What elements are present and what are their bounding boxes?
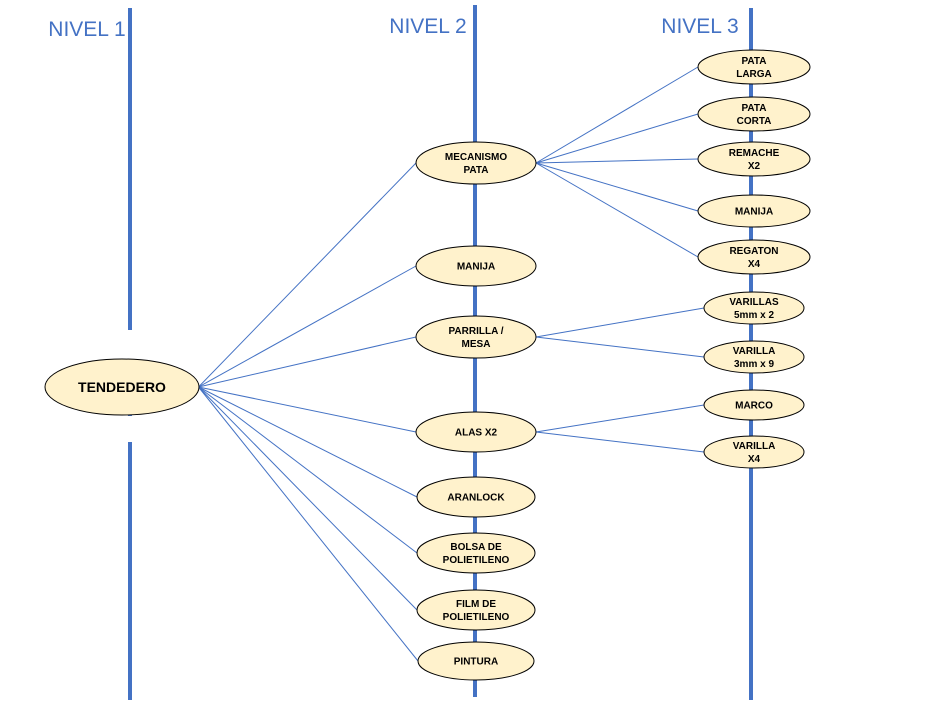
- node-marco: MARCO: [703, 389, 805, 421]
- node-remache-x2-shape: [697, 141, 811, 177]
- node-bolsa-de-polietileno-label-line-2: POLIETILENO: [443, 555, 510, 566]
- node-aranlock-label-line-1: ARANLOCK: [447, 493, 505, 504]
- node-manija-label-line-1: MANIJA: [457, 262, 495, 273]
- node-pata-larga-shape: [697, 49, 811, 85]
- node-pintura: PINTURA: [417, 641, 535, 681]
- node-marco-label-line-1: MARCO: [735, 401, 773, 412]
- nodes: TENDEDERO MECANISMO PATA MANIJA PARRILLA / ME…: [44, 49, 811, 681]
- nivel-2-title: NIVEL 2: [389, 15, 466, 38]
- connector-tendedero-to-alas-x2: [198, 386, 417, 433]
- node-regaton-x4: REGATON X4: [697, 239, 811, 275]
- node-mecanismo-pata-label-line-1: MECANISMO: [445, 152, 507, 163]
- node-manija-3-label-line-1: MANIJA: [735, 207, 773, 218]
- node-varilla-3mm: VARILLA 3mm x 9: [703, 340, 805, 374]
- node-pintura-shape: [417, 641, 535, 681]
- node-film-de-polietileno-label-line-1: FILM DE: [456, 599, 496, 610]
- node-varilla-x4-shape: [703, 435, 805, 469]
- node-remache-x2-label-line-1: REMACHE: [729, 148, 780, 159]
- node-bolsa-de-polietileno-shape: [416, 532, 536, 574]
- connector-alas-x2-to-varilla-x4: [535, 431, 705, 453]
- node-pata-larga: PATA LARGA: [697, 49, 811, 85]
- node-varillas-5mm-label-line-2: 5mm x 2: [734, 310, 774, 321]
- node-parrilla-mesa-label-line-1: PARRILLA /: [449, 326, 504, 337]
- node-varilla-x4-label-line-2: X4: [748, 454, 761, 465]
- node-parrilla-mesa: PARRILLA / MESA: [415, 315, 537, 359]
- node-alas-x2: ALAS X2: [415, 411, 537, 453]
- node-pata-corta-label-line-2: CORTA: [737, 116, 772, 127]
- connector-tendedero-to-film-de-polietileno: [198, 386, 418, 611]
- connector-mecanismo-pata-to-manija-3: [535, 162, 699, 212]
- connector-tendedero-to-bolsa-de-polietileno: [198, 386, 418, 554]
- connector-tendedero-to-pintura: [198, 386, 419, 662]
- connector-mecanismo-pata-to-pata-corta: [535, 113, 699, 164]
- node-film-de-polietileno: FILM DE POLIETILENO: [416, 589, 536, 631]
- connector-tendedero-to-manija: [198, 265, 417, 388]
- node-aranlock-shape: [416, 476, 536, 518]
- node-varillas-5mm-label-line-1: VARILLAS: [729, 297, 779, 308]
- node-varilla-3mm-shape: [703, 340, 805, 374]
- connector-mecanismo-pata-to-remache-x2: [535, 158, 699, 164]
- node-remache-x2-label-line-2: X2: [748, 161, 761, 172]
- node-varilla-3mm-label-line-2: 3mm x 9: [734, 359, 774, 370]
- node-parrilla-mesa-label-line-2: MESA: [462, 339, 491, 350]
- node-varillas-5mm: VARILLAS 5mm x 2: [703, 291, 805, 325]
- node-varilla-x4-label-line-1: VARILLA: [733, 441, 776, 452]
- node-alas-x2-label-line-1: ALAS X2: [455, 428, 498, 439]
- connector-mecanismo-pata-to-pata-larga: [535, 66, 699, 164]
- node-marco-shape: [703, 389, 805, 421]
- node-manija-3: MANIJA: [697, 194, 811, 228]
- node-film-de-polietileno-shape: [416, 589, 536, 631]
- node-mecanismo-pata-label-line-2: PATA: [464, 165, 489, 176]
- connector-tendedero-to-parrilla-mesa: [198, 336, 417, 388]
- node-mecanismo-pata: MECANISMO PATA: [415, 141, 537, 185]
- node-parrilla-mesa-shape: [415, 315, 537, 359]
- connector-tendedero-to-mecanismo-pata: [198, 162, 417, 388]
- node-regaton-x4-shape: [697, 239, 811, 275]
- node-tendedero-shape: [44, 358, 200, 416]
- node-manija-3-shape: [697, 194, 811, 228]
- node-mecanismo-pata-shape: [415, 141, 537, 185]
- node-aranlock: ARANLOCK: [416, 476, 536, 518]
- node-pata-corta-label-line-1: PATA: [742, 103, 767, 114]
- node-regaton-x4-label-line-2: X4: [748, 259, 761, 270]
- level-titles: NIVEL 1 NIVEL 2 NIVEL 3: [48, 15, 738, 41]
- connector-mecanismo-pata-to-regaton-x4: [535, 162, 699, 258]
- node-pata-larga-label-line-2: LARGA: [736, 69, 772, 80]
- node-alas-x2-shape: [415, 411, 537, 453]
- connector-parrilla-mesa-to-varillas-5mm: [535, 307, 705, 338]
- node-bolsa-de-polietileno: BOLSA DE POLIETILENO: [416, 532, 536, 574]
- node-pata-corta-shape: [697, 96, 811, 132]
- node-pintura-label-line-1: PINTURA: [454, 657, 498, 668]
- node-manija: MANIJA: [415, 245, 537, 287]
- node-manija-shape: [415, 245, 537, 287]
- node-film-de-polietileno-label-line-2: POLIETILENO: [443, 612, 510, 623]
- nivel-3-title: NIVEL 3: [661, 15, 738, 38]
- connector-tendedero-to-aranlock: [198, 386, 418, 498]
- node-varillas-5mm-shape: [703, 291, 805, 325]
- node-varilla-x4: VARILLA X4: [703, 435, 805, 469]
- connector-parrilla-mesa-to-varilla-3mm: [535, 336, 705, 358]
- node-remache-x2: REMACHE X2: [697, 141, 811, 177]
- node-bolsa-de-polietileno-label-line-1: BOLSA DE: [450, 542, 502, 553]
- node-regaton-x4-label-line-1: REGATON: [729, 246, 778, 257]
- node-pata-larga-label-line-1: PATA: [742, 56, 767, 67]
- nivel-1-title: NIVEL 1: [48, 18, 125, 41]
- node-tendedero-label-line-1: TENDEDERO: [78, 379, 166, 395]
- node-tendedero: TENDEDERO: [44, 358, 200, 416]
- connectors: [198, 66, 705, 662]
- node-varilla-3mm-label-line-1: VARILLA: [733, 346, 776, 357]
- connector-alas-x2-to-marco: [535, 404, 705, 433]
- node-pata-corta: PATA CORTA: [697, 96, 811, 132]
